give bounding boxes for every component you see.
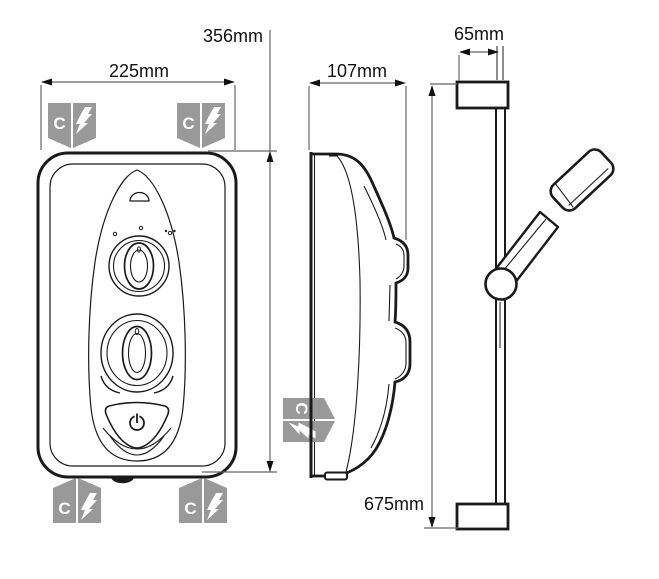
cable-entry-icon-bottom-right: C [179, 478, 227, 523]
dim-front-height-label: 356mm [203, 26, 263, 46]
side-knob-upper-inner [395, 243, 405, 280]
arrow-right [224, 78, 235, 86]
power-button [104, 401, 170, 449]
arrow-left [309, 79, 320, 87]
arrow-left [41, 78, 52, 86]
cable-entry-letter: C [58, 499, 70, 518]
lightning-bolt-icon [76, 107, 92, 134]
dimensions: 225mm 356mm 107mm 65mm [40, 24, 504, 529]
front-outlet-tab [111, 477, 134, 484]
dim-rail-bracket-label: 65mm [454, 24, 504, 44]
cable-entry-icon-bottom-left: C [53, 478, 101, 523]
side-front-inner-line-2 [388, 284, 391, 322]
dial-side-arc-right [153, 375, 174, 394]
dial-side-arc-left [100, 375, 121, 394]
arrow-down [428, 517, 436, 528]
side-front-inner-line-3 [370, 383, 390, 449]
rail-bracket-bottom [455, 502, 510, 531]
lightning-bolt-icon [205, 107, 221, 134]
handset-holder [484, 267, 518, 301]
arrow-down [266, 461, 274, 472]
lightning-bolt-icon [207, 493, 223, 520]
flow-dial [108, 225, 176, 297]
flow-setting-icon-right [164, 229, 176, 236]
front-faceplate [49, 163, 226, 467]
arrow-right [488, 48, 499, 56]
cable-entry-icon-top-left: C [48, 103, 96, 148]
dim-front-height: 356mm [202, 26, 277, 473]
dim-side-depth-label: 107mm [327, 61, 387, 81]
rail-bracket-top [455, 80, 510, 110]
cable-entry-letter: C [184, 499, 196, 518]
side-seam-line [336, 155, 361, 473]
arrow-left [459, 48, 470, 56]
side-front-inner-line-1 [363, 185, 387, 241]
side-top-notch [329, 153, 338, 157]
button-under-arc-outer [102, 427, 172, 450]
side-knob-lower-inner [394, 327, 407, 380]
cable-entry-icon-top-right: C [177, 103, 225, 148]
lightning-bolt-icon [288, 422, 316, 439]
arrow-up [266, 151, 274, 162]
flow-dial-marker [137, 246, 141, 253]
front-outer-case [36, 151, 238, 479]
dim-rail-length: 675mm [364, 83, 458, 529]
arrow-right [395, 79, 406, 87]
front-view [36, 151, 238, 484]
flow-setting-icon-left [112, 231, 118, 237]
arrow-up [428, 85, 436, 96]
dim-front-width-label: 225mm [109, 61, 169, 81]
cable-entry-icon-side: C [283, 398, 335, 442]
handset-handle-seam [502, 218, 547, 272]
side-bottom-foot [324, 471, 348, 481]
dim-front-width: 225mm [40, 61, 236, 150]
cable-entry-letter: C [292, 402, 311, 414]
dim-rail-bracket-width: 65mm [454, 24, 504, 81]
temperature-dial-marker [134, 328, 140, 335]
cable-entry-letter: C [182, 114, 194, 133]
handset-head [549, 148, 615, 212]
flow-setting-icon-middle [138, 225, 144, 231]
cable-entry-letter: C [53, 114, 65, 133]
button-under-arc-inner [109, 435, 165, 456]
rail-view [455, 46, 615, 531]
dim-rail-length-label: 675mm [364, 494, 424, 514]
front-center-panel [88, 169, 186, 462]
side-view [309, 152, 412, 481]
dim-side-depth: 107mm [308, 61, 407, 240]
lightning-bolt-icon [81, 493, 97, 520]
indicator-dome [129, 191, 150, 202]
temperature-dial [100, 313, 174, 393]
